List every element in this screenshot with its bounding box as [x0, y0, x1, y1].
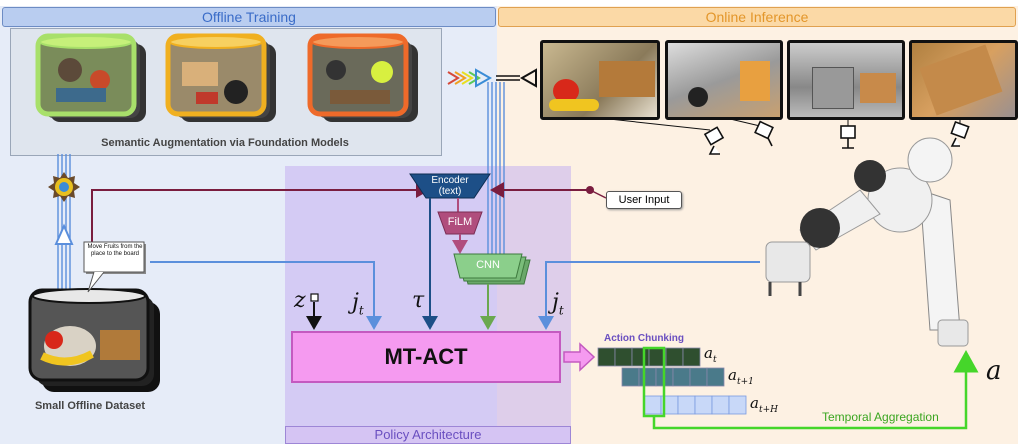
action-chunk-t — [597, 347, 701, 367]
robot-arm — [765, 137, 969, 347]
up-arrow-icon — [54, 223, 74, 245]
offline-dataset-label: Small Offline Dataset — [34, 400, 146, 412]
online-inference-header: Online Inference — [498, 7, 1016, 27]
camera-icon-2 — [754, 120, 774, 147]
a-t-symbol: at — [704, 344, 717, 365]
policy-architecture-panel — [285, 166, 571, 444]
camera-to-cnn-lines — [487, 82, 505, 262]
action-chunk-t1 — [621, 367, 725, 387]
camera-icon-4 — [950, 120, 970, 147]
camera-icon-1 — [703, 126, 725, 155]
action-output-symbol: a — [986, 356, 1002, 386]
action-chunk-tH — [643, 395, 747, 415]
j-t-left-base: j — [352, 290, 359, 315]
a-t-base: a — [704, 344, 713, 362]
action-chunking-label: Action Chunking — [604, 333, 684, 344]
a-tH-sub: t+H — [758, 405, 778, 415]
small-offline-dataset — [28, 288, 160, 392]
speech-bubble-text: Move Fruits from the place to the board — [87, 244, 143, 257]
camera-icon-3 — [840, 125, 856, 149]
a-t1-symbol: at+1 — [728, 366, 754, 387]
z-symbol: z — [294, 288, 306, 313]
policy-architecture-header: Policy Architecture — [285, 426, 571, 444]
film-label: FiLM — [447, 216, 473, 228]
a-t1-base: a — [728, 366, 737, 384]
camera-view-1 — [540, 40, 660, 120]
j-t-left-symbol: jt — [352, 290, 364, 317]
camera-view-4 — [909, 40, 1018, 120]
encoder-label-line1: Encoder — [431, 175, 469, 186]
j-t-right-sub: t — [558, 303, 564, 318]
image-feed-arrows — [447, 68, 537, 88]
camera-view-3 — [787, 40, 905, 120]
z-latent-marker — [310, 293, 319, 302]
camera-view-2 — [665, 40, 783, 120]
cnn-label: CNN — [476, 259, 500, 271]
augmented-dataset-yellow — [165, 33, 276, 122]
a-tH-base: a — [750, 394, 759, 412]
a-t-sub: t — [712, 355, 717, 365]
cnn-block — [453, 253, 531, 285]
encoder-label: Encoder (text) — [410, 175, 490, 197]
joint-state-line-left — [150, 261, 382, 330]
user-input-button: User Input — [606, 191, 682, 209]
instruction-speech-bubble — [83, 241, 146, 293]
temporal-aggregation-arrow — [652, 350, 979, 430]
augmented-dataset-green — [35, 33, 146, 122]
instruction-line — [91, 182, 607, 258]
j-t-right-symbol: jt — [552, 290, 564, 317]
encoder-block — [409, 173, 491, 199]
augmented-dataset-orange — [307, 33, 418, 122]
temporal-aggregation-label: Temporal Aggregation — [822, 410, 939, 424]
mt-act-block — [291, 331, 561, 383]
mt-act-label: MT-ACT — [384, 344, 468, 369]
a-tH-symbol: at+H — [750, 394, 778, 415]
encoder-label-line2: (text) — [438, 186, 462, 197]
j-t-left-sub: t — [358, 303, 364, 318]
a-t1-sub: t+1 — [736, 377, 754, 387]
augmentation-label: Semantic Augmentation via Foundation Mod… — [101, 137, 349, 149]
j-t-right-base: j — [552, 290, 559, 315]
foundation-model-icon — [48, 172, 80, 202]
mtact-output-arrow — [563, 342, 596, 372]
film-block — [437, 211, 483, 235]
offline-training-header: Offline Training — [2, 7, 496, 27]
joint-state-line-right — [538, 261, 760, 330]
tau-symbol: τ — [412, 288, 425, 313]
